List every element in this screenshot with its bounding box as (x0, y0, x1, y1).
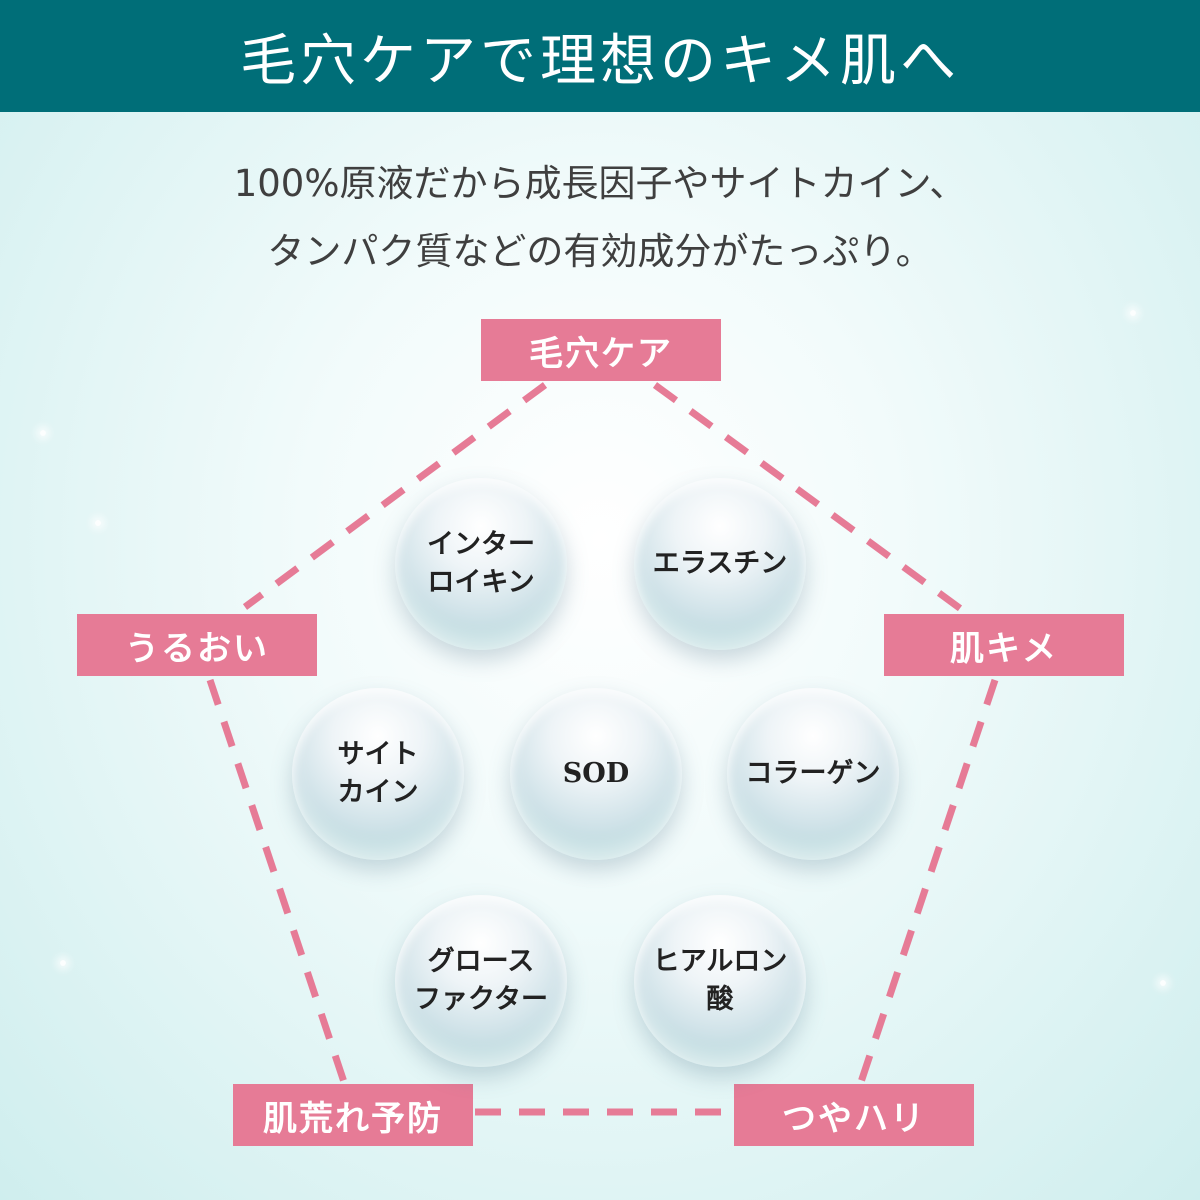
benefit-tag-rough-skin-prevention: 肌荒れ予防 (233, 1084, 473, 1146)
intro-line-1: 100%原液だから成長因子やサイトカイン、 (233, 162, 967, 205)
ingredient-bubble-sod: SOD (510, 688, 682, 860)
ingredient-label: エラスチン (652, 548, 788, 579)
benefit-tag-gloss-firmness: つやハリ (734, 1084, 974, 1146)
sparkle (40, 430, 46, 436)
sparkle (1130, 310, 1136, 316)
dash-line-left (206, 678, 349, 1087)
sparkle (95, 520, 101, 526)
sparkle (1160, 980, 1166, 986)
ingredient-bubble-interleukin: インター ロイキン (395, 478, 567, 650)
ingredient-bubble-growth-factor: グロース ファクター (395, 895, 567, 1067)
ingredient-label: ヒアルロン 酸 (652, 946, 788, 1015)
ingredient-bubble-elastin: エラスチン (634, 478, 806, 650)
ingredient-label: サイト カイン (337, 739, 419, 808)
ingredient-bubble-collagen: コラーゲン (727, 688, 899, 860)
dash-line-right (856, 678, 999, 1087)
benefit-tag-moisture: うるおい (77, 614, 317, 676)
dash-line-top-left (242, 382, 548, 610)
ingredient-label: グロース ファクター (414, 946, 548, 1015)
benefit-tag-skin-texture: 肌キメ (884, 614, 1124, 676)
header-banner: 毛穴ケアで理想のキメ肌へ (0, 0, 1200, 112)
intro-line-2: タンパク質などの有効成分がたっぷり。 (267, 230, 933, 273)
ingredient-bubble-cytokine: サイト カイン (292, 688, 464, 860)
dash-line-top-right (652, 382, 968, 615)
benefit-tag-pore-care: 毛穴ケア (481, 319, 721, 381)
page-title: 毛穴ケアで理想のキメ肌へ (240, 28, 960, 94)
ingredient-label: インター ロイキン (427, 529, 535, 598)
ingredient-label: コラーゲン (745, 758, 881, 789)
ingredient-label: SOD (562, 758, 630, 789)
intro-text: 100%原液だから成長因子やサイトカイン、 タンパク質などの有効成分がたっぷり。 (0, 150, 1200, 286)
sparkle (60, 960, 66, 966)
ingredient-bubble-hyaluronic-acid: ヒアルロン 酸 (634, 895, 806, 1067)
